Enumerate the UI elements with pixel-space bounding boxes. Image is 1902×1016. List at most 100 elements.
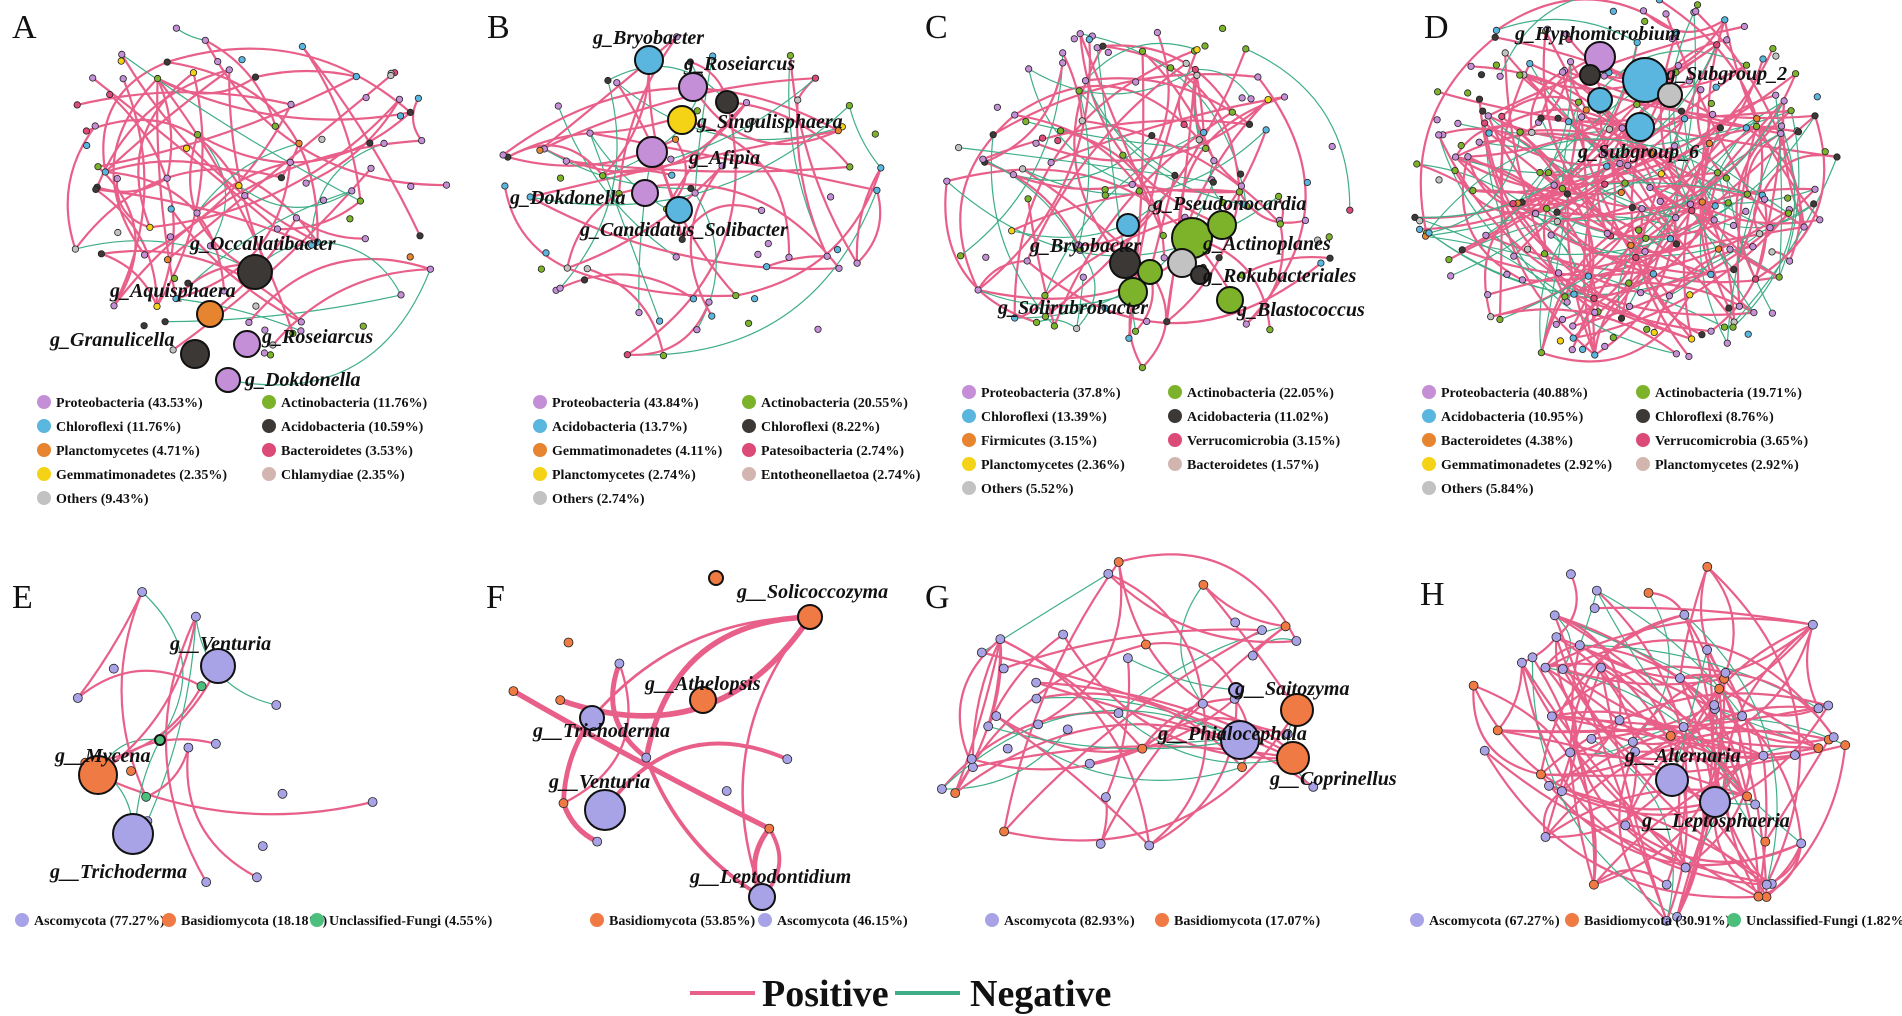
- node: [297, 327, 305, 335]
- genus-label: g_Candidatus_Solibacter: [579, 219, 788, 241]
- node: [196, 681, 207, 692]
- node: [1113, 708, 1124, 718]
- node: [82, 127, 91, 135]
- node: [1723, 36, 1731, 44]
- node: [1543, 205, 1551, 213]
- positive-edge: [1544, 729, 1830, 839]
- hub-node: [631, 179, 659, 207]
- node: [1614, 715, 1625, 725]
- node: [693, 326, 701, 334]
- node: [1714, 169, 1722, 177]
- node: [418, 137, 426, 145]
- node: [302, 179, 310, 187]
- node: [1566, 569, 1576, 580]
- node: [1200, 128, 1208, 137]
- node: [1484, 112, 1492, 120]
- node: [1707, 270, 1715, 278]
- node: [359, 322, 367, 330]
- node: [1702, 561, 1713, 572]
- node: [1469, 187, 1477, 195]
- node: [1291, 636, 1302, 646]
- legend-label: Actinobacteria (20.55%): [761, 396, 908, 411]
- node: [1743, 190, 1751, 198]
- positive-edge: [1550, 710, 1749, 798]
- positive-edge: [1148, 702, 1207, 847]
- node: [1002, 743, 1013, 754]
- genus-label: g_Blastococcus: [1236, 299, 1365, 321]
- node: [1540, 662, 1551, 673]
- positive-edge: [1240, 255, 1332, 277]
- positive-edge: [102, 61, 169, 174]
- node: [1075, 87, 1083, 95]
- node: [1688, 335, 1696, 343]
- node: [1601, 342, 1609, 350]
- positive-edge: [411, 97, 423, 142]
- node: [757, 206, 766, 214]
- legend-label: Basidiomycota (30.91%): [1584, 914, 1731, 929]
- positive-edge: [156, 77, 178, 300]
- node: [1524, 245, 1532, 253]
- node: [1761, 892, 1772, 902]
- positive-edge: [944, 180, 1038, 324]
- node: [1282, 728, 1293, 739]
- hub-node: [579, 705, 605, 731]
- panel-letter: A: [12, 9, 37, 46]
- node: [950, 788, 961, 798]
- node: [1209, 178, 1217, 186]
- node: [1095, 838, 1106, 849]
- node: [1262, 126, 1270, 134]
- node: [1038, 134, 1047, 142]
- positive-edge: [1003, 629, 1264, 833]
- positive-edge: [1624, 824, 1803, 863]
- hub-node: [1276, 741, 1310, 775]
- legend-label: Verrucomicrobia (3.65%): [1655, 434, 1809, 449]
- positive-edge: [945, 168, 1248, 326]
- node: [1413, 160, 1421, 168]
- node: [117, 57, 125, 65]
- node: [1633, 100, 1641, 109]
- node: [1509, 200, 1517, 208]
- positive-edge: [1684, 671, 1752, 869]
- node: [194, 131, 202, 139]
- node: [1058, 629, 1068, 640]
- node: [1540, 832, 1551, 842]
- positive-edge: [1003, 560, 1120, 833]
- genus-label: g_Solirubrobacter: [997, 297, 1148, 319]
- positive-edge: [1648, 186, 1716, 222]
- legend-label: Others (5.52%): [981, 482, 1074, 497]
- positive-edge: [795, 98, 829, 258]
- node: [1742, 124, 1750, 132]
- node: [1280, 93, 1289, 101]
- node: [1041, 312, 1050, 321]
- node: [1601, 149, 1609, 157]
- positive-edge: [1678, 677, 1760, 898]
- node: [271, 122, 279, 130]
- positive-edge: [1699, 565, 1726, 680]
- node: [141, 251, 149, 259]
- node: [318, 135, 326, 143]
- legend-label: Chloroflexi (8.76%): [1655, 410, 1774, 425]
- legend-label: Actinobacteria (22.05%): [1187, 386, 1334, 401]
- legend-label: Chloroflexi (13.39%): [981, 410, 1107, 425]
- node: [635, 308, 643, 317]
- node: [562, 157, 570, 165]
- positive-edge: [204, 39, 448, 187]
- node: [1451, 167, 1459, 175]
- negative-edge: [1245, 48, 1351, 211]
- hub-node: [200, 648, 236, 684]
- genus-label: g_Subgroup_6: [1577, 141, 1699, 163]
- node: [1193, 71, 1201, 79]
- node: [1620, 820, 1631, 831]
- node: [1750, 308, 1758, 317]
- positive-edge: [1754, 99, 1786, 281]
- node: [1197, 698, 1208, 709]
- node: [97, 250, 106, 258]
- legend-label: Proteobacteria (43.53%): [56, 396, 203, 411]
- node: [1655, 0, 1663, 4]
- hub-node: [237, 254, 273, 290]
- node: [416, 232, 424, 240]
- legend-swatch: [262, 395, 276, 409]
- negative-edge: [1425, 100, 1785, 237]
- node: [877, 164, 885, 172]
- node: [118, 50, 126, 59]
